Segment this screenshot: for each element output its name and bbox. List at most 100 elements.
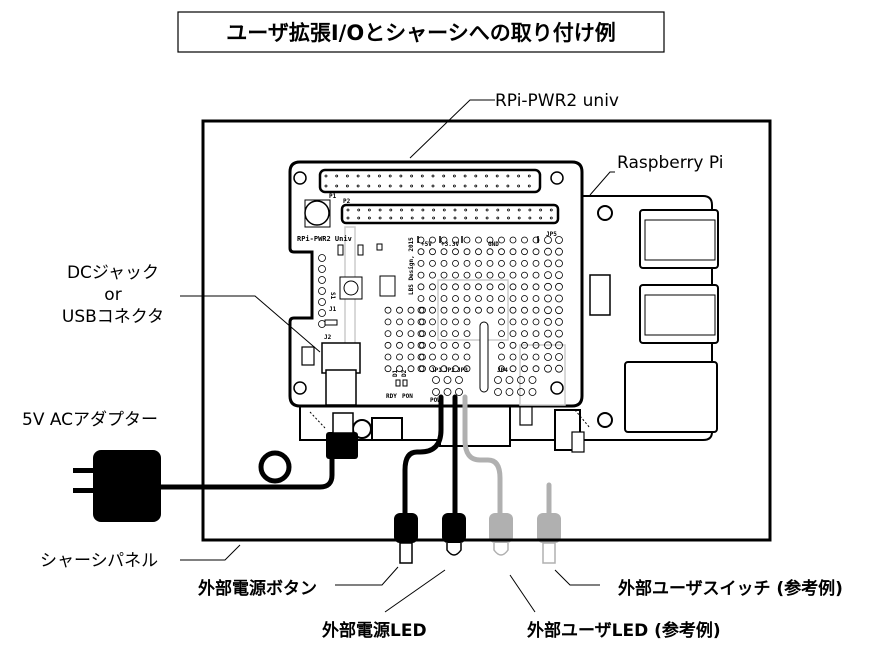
pin-hole: [555, 341, 563, 350]
pin-hole: [521, 283, 528, 291]
pin-hole: [496, 208, 500, 212]
pin-hole: [517, 388, 525, 396]
pin-hole: [498, 365, 505, 373]
pin-hole: [419, 306, 426, 314]
pin-hole: [318, 265, 326, 273]
pin-hole: [544, 271, 552, 280]
pin-hole: [419, 318, 426, 326]
pin-hole: [555, 271, 563, 280]
pin-hole: [463, 271, 471, 279]
silk-board-name: RPi-PWR2 Univ: [297, 235, 352, 243]
pin-hole: [464, 216, 468, 220]
pin-hole: [452, 318, 459, 326]
pin-hole: [521, 318, 528, 326]
pin-hole: [475, 306, 482, 314]
pin-hole: [389, 208, 393, 212]
pin-hole: [555, 329, 563, 338]
pin-hole: [475, 271, 482, 279]
pin-hole: [555, 294, 563, 303]
pin-hole: [474, 184, 478, 188]
label-user-led: 外部ユーザLED (参考例): [527, 620, 721, 641]
silk-p1: P1: [329, 193, 337, 200]
user-switch: [537, 513, 561, 564]
pin-hole: [485, 184, 488, 188]
header-p2: [340, 203, 560, 225]
label-board: RPi-PWR2 univ: [495, 91, 619, 111]
pin-hole: [429, 236, 436, 244]
pin-hole: [432, 388, 440, 396]
pin-hole: [417, 295, 425, 302]
pin-hole: [555, 236, 563, 244]
pin-hole: [345, 184, 349, 188]
pin-hole: [486, 248, 494, 256]
pin-hole: [345, 174, 349, 178]
pin-hole: [429, 330, 436, 338]
pin-hole: [494, 376, 502, 384]
pin-hole: [410, 174, 414, 178]
pin-hole: [442, 174, 446, 178]
pin-hole: [429, 283, 436, 291]
pin-hole: [420, 174, 424, 178]
cables: [402, 394, 552, 518]
silk-gnd: GND: [488, 241, 499, 248]
pin-hole: [384, 306, 392, 314]
pin-hole: [463, 283, 471, 291]
pin-hole: [509, 236, 517, 244]
pin-hole: [417, 248, 425, 256]
pin-hole: [521, 295, 528, 302]
pin-hole: [452, 330, 459, 338]
pin-hole: [486, 271, 494, 279]
pin-hole: [384, 330, 392, 338]
pin-hole: [498, 271, 505, 279]
pin-hole: [463, 330, 471, 338]
pin-hole: [421, 208, 425, 212]
pin-hole: [485, 208, 489, 212]
pin-hole: [388, 174, 392, 178]
pin-hole: [440, 271, 448, 279]
pin-hole: [419, 341, 426, 349]
pin-hole: [485, 174, 488, 178]
pin-hole: [464, 208, 468, 212]
pin-hole: [407, 353, 415, 361]
pin-hole: [509, 330, 517, 338]
pin-hole: [521, 353, 528, 361]
pin-hole: [452, 365, 459, 373]
pin-hole: [486, 306, 494, 314]
pin-hole: [486, 295, 494, 302]
pin-hole: [544, 353, 552, 361]
pin-hole: [389, 216, 393, 220]
pin-hole: [521, 236, 528, 244]
pin-hole: [521, 271, 528, 279]
pin-hole: [532, 259, 540, 267]
pin-hole: [452, 184, 456, 188]
pin-hole: [494, 388, 502, 396]
pin-hole: [544, 364, 552, 373]
pin-hole: [399, 184, 403, 188]
pin-hole: [532, 353, 540, 361]
pin-hole: [555, 306, 563, 315]
pin-hole: [357, 208, 361, 212]
pin-hole: [474, 174, 478, 178]
pin-hole: [498, 306, 505, 314]
pin-hole: [498, 353, 505, 361]
pin-hole: [432, 216, 436, 220]
pin-hole: [498, 236, 505, 244]
pin-hole: [452, 353, 459, 361]
pin-hole: [396, 318, 403, 326]
rpi-pwr2-board: P1 P2 RPi-PWR2 Univ S1 J1 J2 LBS Design,…: [288, 160, 584, 408]
pin-hole: [417, 271, 425, 279]
silk-jp3: JP3: [457, 367, 468, 374]
pin-hole: [440, 295, 448, 302]
pin-hole: [346, 208, 350, 212]
pin-hole: [429, 353, 436, 361]
pin-hole: [528, 208, 532, 212]
pin-hole: [452, 271, 459, 279]
page-title: ユーザ拡張I/Oとシャーシへの取り付け例: [226, 21, 616, 45]
ac-adapter: [73, 412, 358, 522]
pin-hole: [509, 248, 517, 256]
pin-hole: [440, 365, 448, 373]
pin-hole: [378, 184, 381, 188]
pin-hole: [521, 259, 528, 267]
pin-hole: [410, 184, 414, 188]
pin-hole: [357, 216, 361, 220]
